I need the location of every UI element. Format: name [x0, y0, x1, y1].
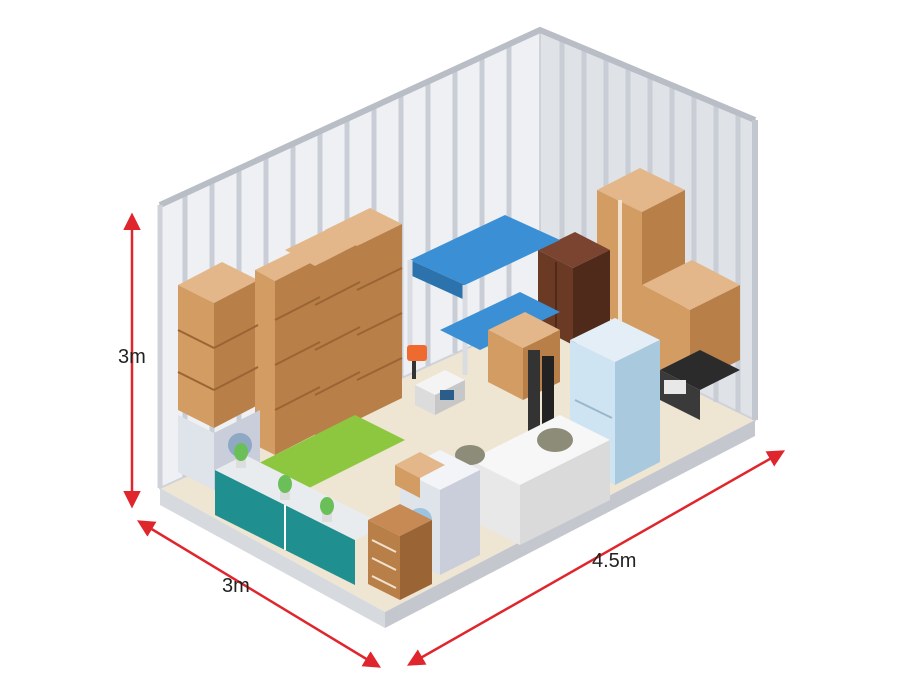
- length-label: 4.5m: [592, 550, 637, 572]
- left-box-stacks: [177, 208, 403, 455]
- office-chair: [407, 345, 427, 379]
- microwave: [415, 370, 465, 415]
- desk: [660, 350, 740, 420]
- wardrobe: [538, 232, 610, 345]
- wall-top-rail: [158, 26, 757, 208]
- refrigerator: [570, 318, 660, 485]
- bunk-bed: [407, 215, 560, 375]
- width-arrow: [137, 520, 381, 668]
- length-arrow: [406, 450, 786, 666]
- height-label: 3m: [118, 346, 146, 368]
- width-label: 3m: [222, 575, 250, 597]
- chest-of-drawers: [368, 504, 432, 600]
- potted-plants: [234, 443, 334, 522]
- right-box-stack: [597, 168, 740, 385]
